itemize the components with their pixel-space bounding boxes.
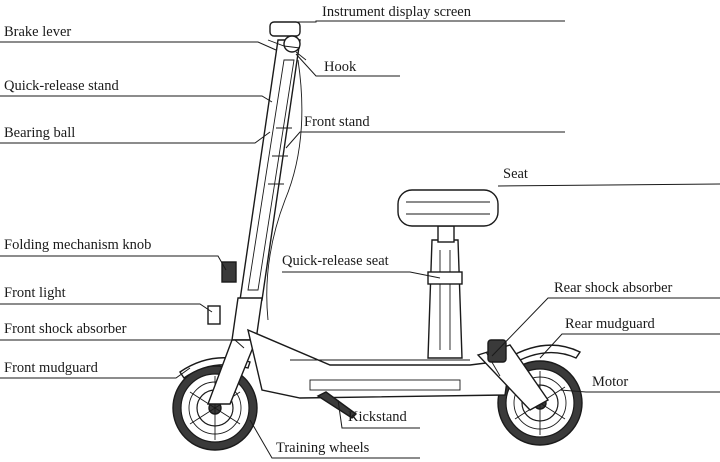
- labels: Instrument display screen Brake lever Ho…: [4, 4, 673, 456]
- front-wheel: [172, 365, 258, 451]
- handlebar: [267, 21, 307, 61]
- label-front-stand: Front stand: [304, 114, 370, 130]
- label-seat: Seat: [503, 166, 528, 182]
- leader-lines: [0, 20, 720, 459]
- label-front-shock-absorber: Front shock absorber: [4, 321, 127, 337]
- label-rear-mudguard: Rear mudguard: [565, 316, 656, 332]
- deck: [247, 328, 511, 419]
- label-quick-release-stand: Quick-release stand: [4, 78, 119, 94]
- seat-shape: [397, 189, 499, 227]
- label-training-wheels: Training wheels: [276, 440, 370, 456]
- label-front-mudguard: Front mudguard: [4, 360, 99, 376]
- label-brake-lever: Brake lever: [4, 24, 71, 40]
- front-fork: [206, 261, 263, 405]
- scooter-illustration: [172, 21, 583, 451]
- label-front-light: Front light: [4, 285, 66, 301]
- label-bearing-ball: Bearing ball: [4, 125, 75, 141]
- steering-column: [239, 39, 303, 321]
- rear-mudguard-shape: [504, 344, 582, 367]
- seat-post: [427, 225, 463, 359]
- label-folding-mechanism-knob: Folding mechanism knob: [4, 237, 151, 253]
- label-kickstand: Kickstand: [348, 409, 408, 425]
- label-motor: Motor: [592, 374, 628, 390]
- label-instrument-display-screen: Instrument display screen: [322, 4, 472, 20]
- label-rear-shock-absorber: Rear shock absorber: [554, 280, 673, 296]
- label-hook: Hook: [324, 59, 357, 75]
- label-quick-release-seat: Quick-release seat: [282, 253, 389, 269]
